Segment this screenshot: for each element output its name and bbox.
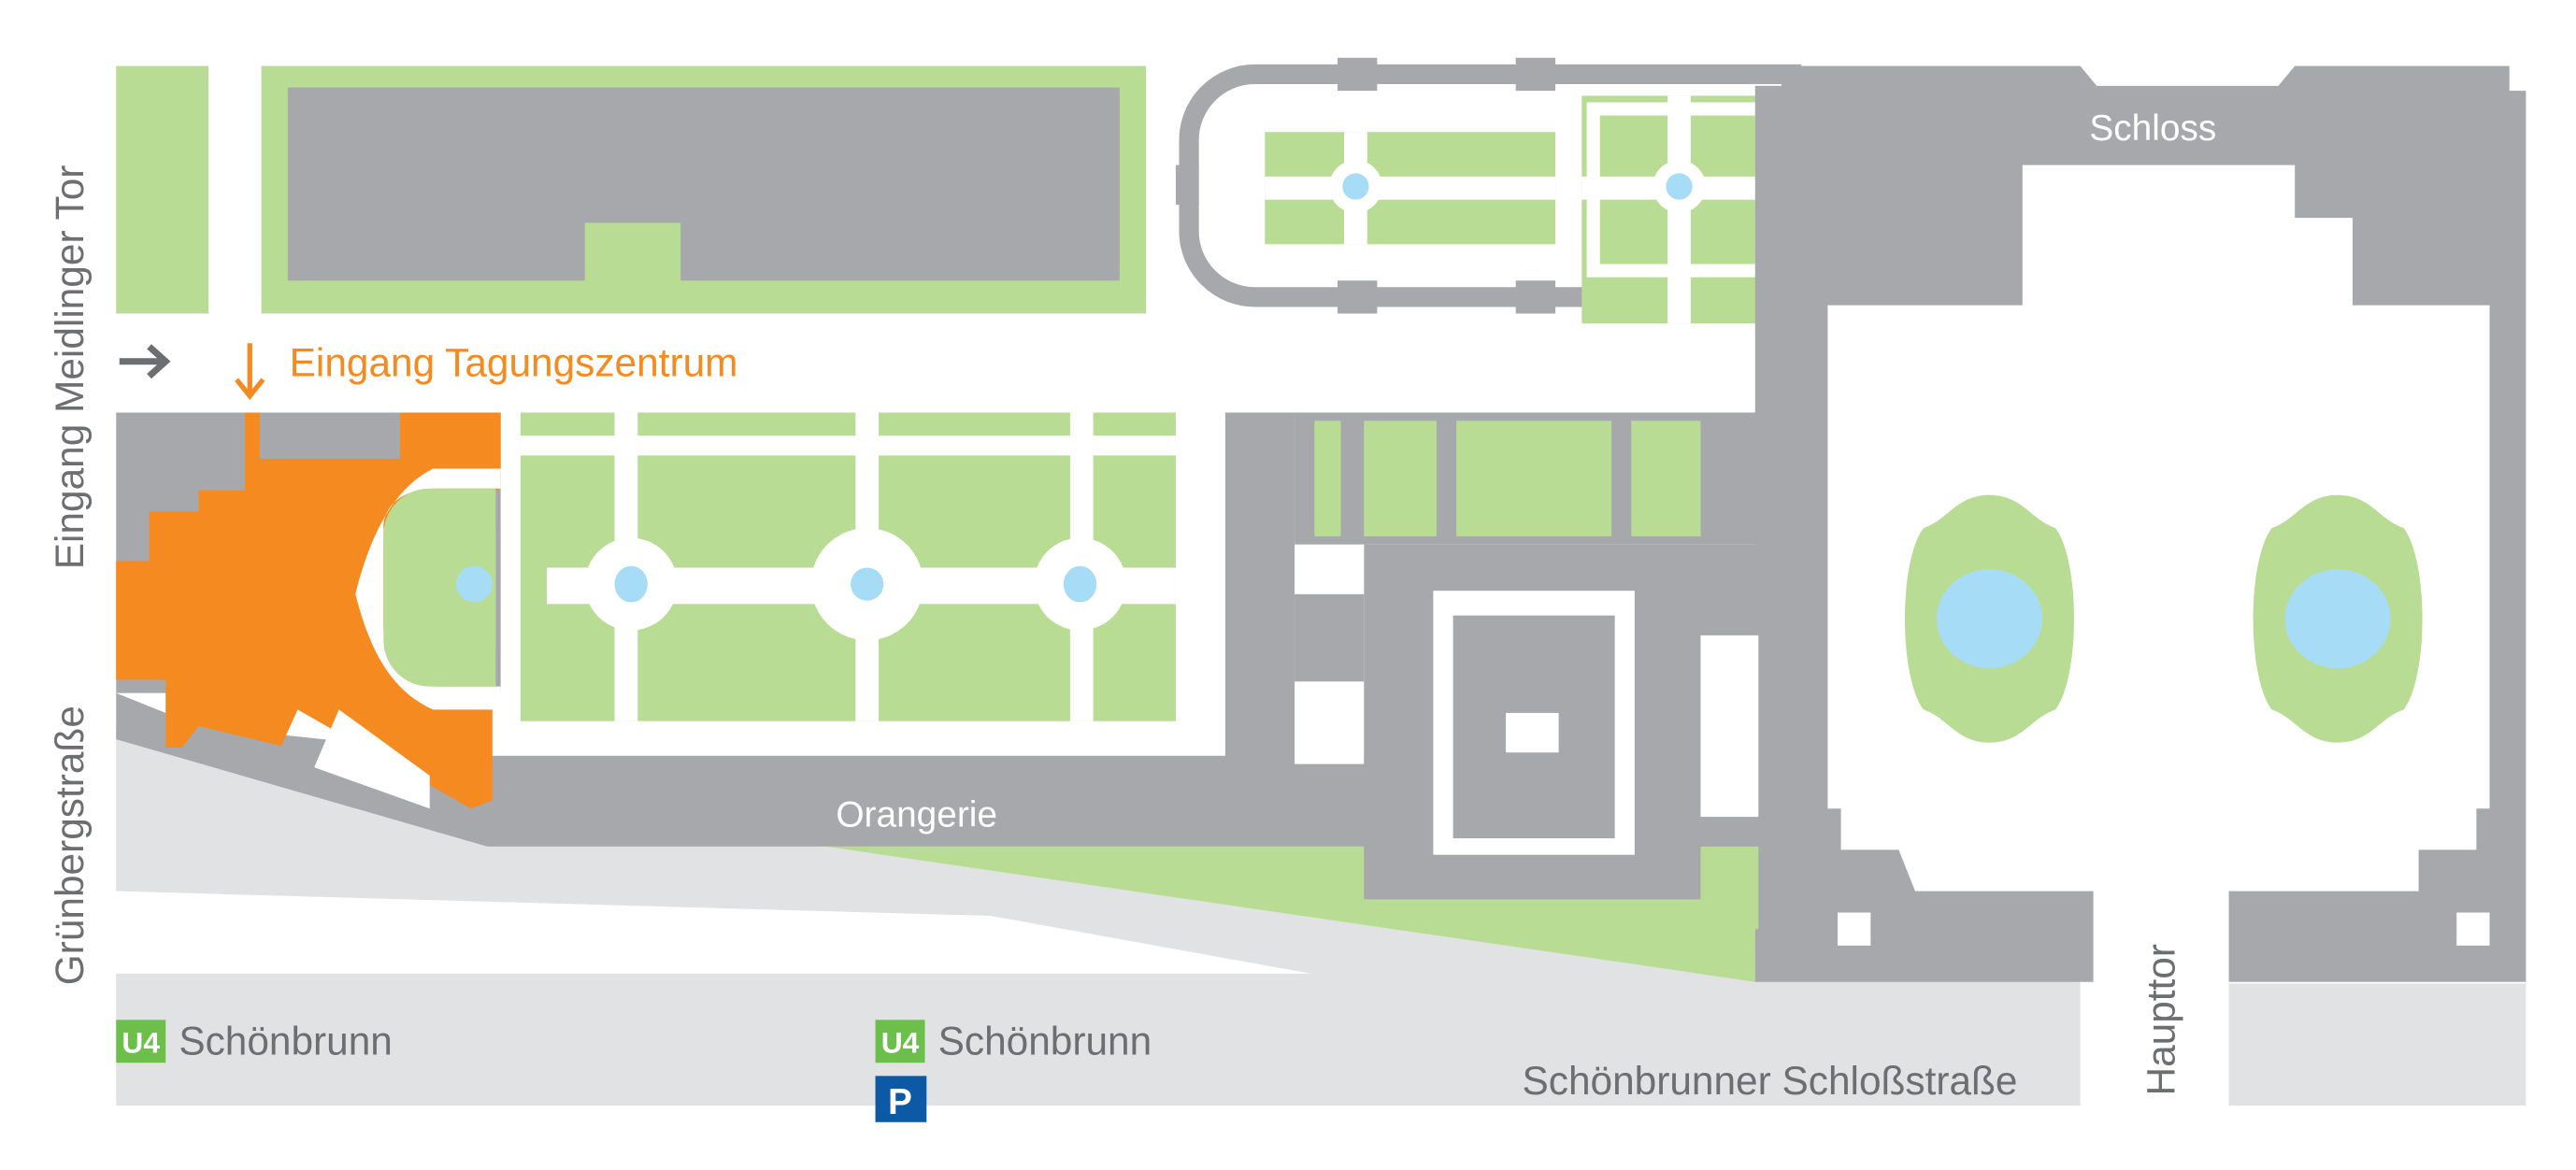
label-gruenbergstrasse: Grünbergstraße [48, 706, 92, 985]
privy-garden [1175, 57, 1802, 324]
orangery-garden [520, 412, 1176, 721]
label-entrance-meidlinger: Eingang Meidlinger Tor [48, 165, 92, 570]
arrow-down-icon [235, 343, 265, 401]
schloss-building [1754, 65, 2526, 984]
parking-label: P [888, 1082, 912, 1122]
subway-line: U4 [122, 1026, 160, 1060]
lawn-strip [116, 65, 209, 314]
label-entrance-conference[interactable]: Eingang Tagungszentrum [290, 341, 738, 385]
label-haupttor: Haupttor [2139, 944, 2182, 1096]
transit-stop-1[interactable]: U4 Schönbrunn [116, 1019, 393, 1063]
parking-icon [875, 1076, 927, 1122]
courtyard-fountains [1904, 494, 2423, 743]
label-schloss: Schloss [2089, 108, 2216, 149]
station-name: Schönbrunn [938, 1019, 1152, 1063]
label-schlossstrasse: Schönbrunner Schloßstraße [1523, 1059, 2018, 1103]
orangerie-building [116, 692, 1755, 847]
east-wing-lawns [1314, 421, 1759, 930]
conference-center [116, 412, 501, 809]
subway-line: U4 [881, 1026, 920, 1060]
arrow-right-icon [119, 344, 171, 379]
subway-badge-icon [875, 1020, 925, 1063]
parking[interactable]: P [875, 1076, 927, 1122]
building-north [287, 87, 1120, 281]
subway-badge-icon [116, 1020, 166, 1063]
station-name: Schönbrunn [179, 1019, 393, 1063]
label-orangerie: Orangerie [836, 795, 997, 835]
inner-court [1506, 712, 1559, 753]
streets [116, 725, 2526, 1106]
transit-stop-2[interactable]: U4 Schönbrunn [875, 1019, 1152, 1063]
